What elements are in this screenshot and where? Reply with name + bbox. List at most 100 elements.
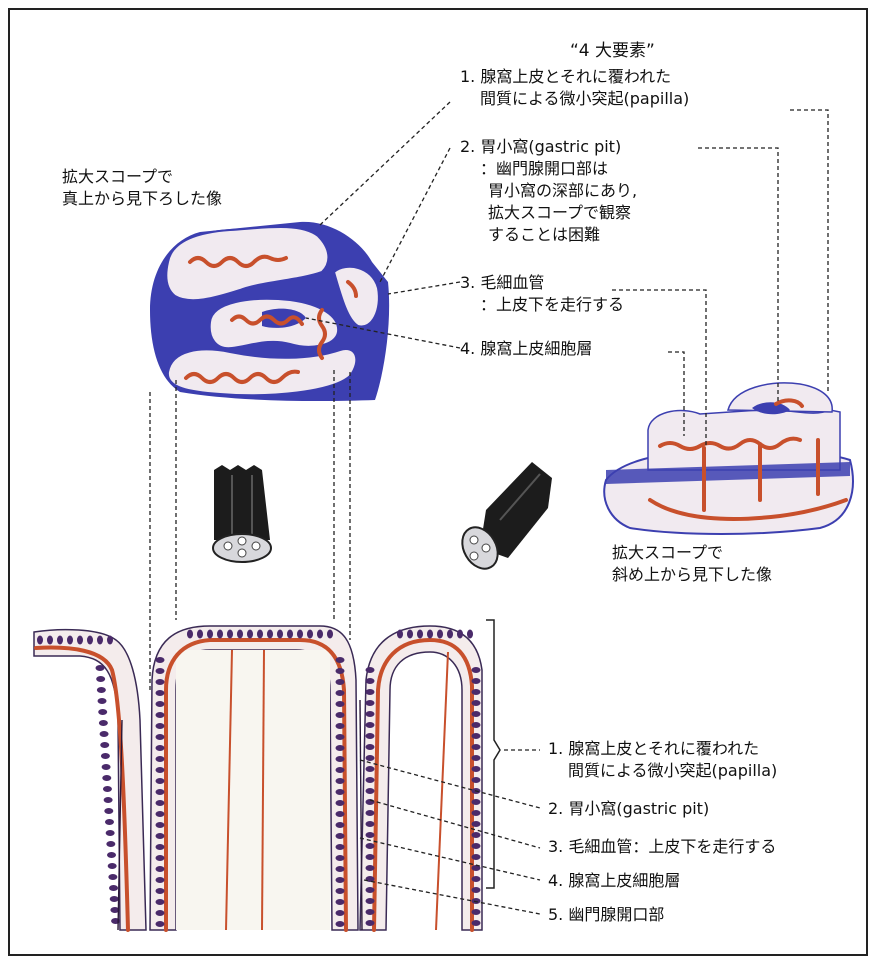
top-label-1: 1. 腺窩上皮とそれに覆われた 間質による微小突起(papilla) (460, 66, 689, 110)
cell-nucleus (99, 720, 108, 726)
top-label-3-num: 3. (460, 273, 475, 292)
top-label-1-line-2: 間質による微小突起(papilla) (460, 88, 689, 110)
endoscope-top-view (213, 465, 271, 562)
cell-nucleus (366, 832, 375, 838)
cell-nucleus (336, 767, 345, 773)
cell-nucleus (336, 657, 345, 663)
bottom-label-1-num: 1. (548, 739, 563, 758)
cell-nucleus (97, 636, 103, 645)
cell-nucleus (227, 630, 233, 639)
cross-section-illustration (34, 626, 482, 930)
cell-nucleus (156, 690, 165, 696)
cell-nucleus (156, 778, 165, 784)
cell-nucleus (336, 723, 345, 729)
cell-nucleus (336, 899, 345, 905)
endoscope-oblique-view (455, 462, 552, 575)
cell-nucleus (437, 630, 443, 639)
cell-nucleus (336, 877, 345, 883)
cell-nucleus (472, 766, 481, 772)
cell-nucleus (102, 764, 111, 770)
cell-nucleus (336, 811, 345, 817)
cell-nucleus (156, 701, 165, 707)
cell-nucleus (156, 723, 165, 729)
cell-nucleus (366, 722, 375, 728)
bottom-label-3-line-1: 毛細血管：上皮下を走行する (568, 837, 776, 856)
cell-nucleus (257, 630, 263, 639)
cell-nucleus (366, 843, 375, 849)
cell-nucleus (336, 690, 345, 696)
cell-nucleus (472, 920, 481, 926)
oblique-view-caption: 拡大スコープで 斜め上から見下した像 (612, 542, 772, 586)
bottom-label-2-num: 2. (548, 799, 563, 818)
cell-nucleus (366, 909, 375, 915)
cell-nucleus (472, 876, 481, 882)
bottom-label-1-line-2: 間質による微小突起(papilla) (548, 760, 777, 782)
cell-nucleus (98, 698, 107, 704)
cell-nucleus (366, 667, 375, 673)
cell-nucleus (472, 711, 481, 717)
cell-nucleus (472, 821, 481, 827)
cell-nucleus (417, 630, 423, 639)
cell-nucleus (472, 733, 481, 739)
cell-nucleus (207, 630, 213, 639)
cell-nucleus (472, 700, 481, 706)
cross-section-stroma (176, 650, 330, 930)
bottom-label-3-num: 3. (548, 837, 563, 856)
cell-nucleus (472, 678, 481, 684)
cell-nucleus (297, 630, 303, 639)
bottom-label-4-num: 4. (548, 871, 563, 890)
cross-section-vessel-6 (436, 652, 448, 930)
cell-nucleus (105, 819, 114, 825)
bottom-label-2: 2. 胃小窩(gastric pit) (548, 798, 709, 820)
top-label-2-line-4: 拡大スコープで観察 (460, 202, 637, 224)
cell-nucleus (287, 630, 293, 639)
cell-nucleus (104, 797, 113, 803)
cell-nucleus (366, 711, 375, 717)
cell-nucleus (156, 899, 165, 905)
cell-nucleus (98, 709, 107, 715)
cell-nucleus (156, 756, 165, 762)
cell-nucleus (217, 630, 223, 639)
cell-nucleus (156, 822, 165, 828)
cell-nucleus (67, 636, 73, 645)
top-label-2-line-5: することは困難 (460, 224, 637, 246)
cell-nucleus (156, 734, 165, 740)
cell-nucleus (472, 777, 481, 783)
cell-nucleus (366, 755, 375, 761)
cell-nucleus (156, 910, 165, 916)
cell-nucleus (277, 630, 283, 639)
cell-nucleus (366, 865, 375, 871)
cell-nucleus (336, 921, 345, 927)
top-label-4-line-1: 腺窩上皮細胞層 (480, 339, 592, 358)
cell-nucleus (336, 800, 345, 806)
cell-nucleus (87, 636, 93, 645)
cell-nucleus (37, 636, 43, 645)
cell-nucleus (108, 874, 117, 880)
cell-nucleus (317, 630, 323, 639)
cell-nucleus (336, 712, 345, 718)
cell-nucleus (472, 854, 481, 860)
cell-nucleus (447, 630, 453, 639)
cell-nucleus (366, 920, 375, 926)
cell-nucleus (156, 767, 165, 773)
cell-nucleus (366, 766, 375, 772)
cell-nucleus (197, 630, 203, 639)
cell-nucleus (397, 630, 403, 639)
bottom-label-5: 5. 幽門腺開口部 (548, 904, 664, 926)
cell-nucleus (156, 679, 165, 685)
cell-nucleus (336, 888, 345, 894)
cell-nucleus (336, 745, 345, 751)
cell-nucleus (336, 866, 345, 872)
cell-nucleus (156, 877, 165, 883)
cell-nucleus (156, 921, 165, 927)
cell-nucleus (336, 668, 345, 674)
cell-nucleus (77, 636, 83, 645)
cell-nucleus (187, 630, 193, 639)
cell-nucleus (103, 786, 112, 792)
top-label-4-num: 4. (460, 339, 475, 358)
cell-nucleus (366, 689, 375, 695)
bottom-label-5-line-1: 幽門腺開口部 (568, 905, 664, 924)
cell-nucleus (427, 630, 433, 639)
cell-nucleus (336, 822, 345, 828)
cell-nucleus (237, 630, 243, 639)
